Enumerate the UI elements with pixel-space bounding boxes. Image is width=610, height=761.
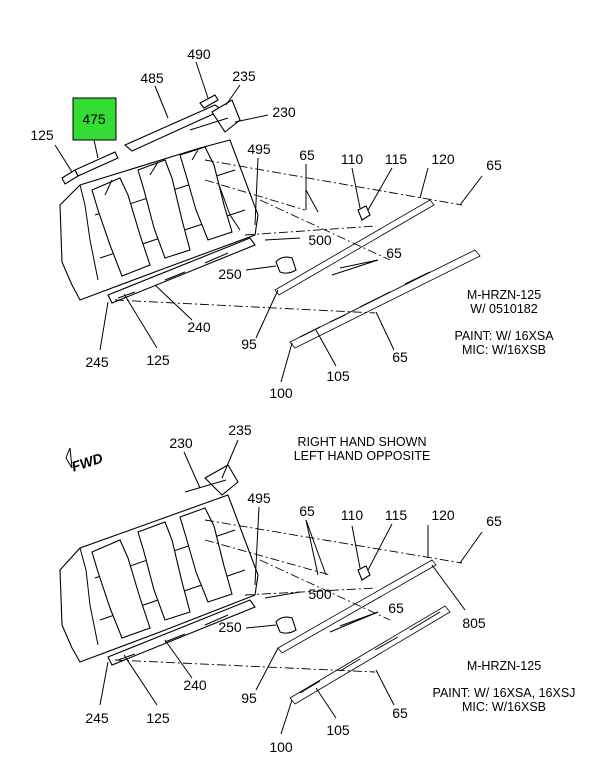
callout-125-top: 125 [30,127,54,143]
note-model: M-HRZN-125 [467,288,541,302]
orientation-note-1: RIGHT HAND SHOWN [298,435,427,449]
callout-495-lower: 495 [247,490,271,506]
callout-250: 250 [218,266,242,282]
callout-230-lower: 230 [169,435,193,451]
callout-105: 105 [326,368,350,384]
callout-95: 95 [241,336,257,352]
callout-65-a-lower: 65 [299,503,315,519]
callout-110-lower: 110 [341,507,364,523]
callout-65-c: 65 [386,245,402,261]
callout-115-lower: 115 [385,507,408,523]
callout-110: 110 [341,151,364,167]
callout-490: 490 [187,46,211,62]
callout-65-b: 65 [486,157,502,173]
callout-65-b-lower: 65 [486,513,502,529]
callout-245-lower: 245 [85,710,109,726]
callout-485: 485 [140,70,164,86]
callout-65-a: 65 [299,147,315,163]
callout-95-lower: 95 [241,690,257,706]
callout-250-lower: 250 [218,619,242,635]
callout-115: 115 [385,151,408,167]
top-view: 475 490 485 235 230 125 495 65 110 [30,46,554,401]
callout-105-lower: 105 [326,722,350,738]
highlight-box-475 [72,97,117,141]
callout-120: 120 [431,151,455,167]
callout-65-d: 65 [392,349,408,365]
callout-240-lower: 240 [183,677,207,693]
step-assembly-drawing [59,94,481,349]
fwd-label: FWD [69,450,104,475]
step-assembly-drawing-lower [59,464,463,705]
note-mic: MIC: W/16XSB [462,343,546,357]
callout-805: 805 [462,615,486,631]
callout-245: 245 [85,354,109,370]
callout-240: 240 [187,319,211,335]
note-serial: W/ 0510182 [470,302,537,316]
callout-125-lower: 125 [146,710,170,726]
note-model-lower: M-HRZN-125 [467,659,541,673]
callout-125-bottom: 125 [146,352,170,368]
orientation-note-2: LEFT HAND OPPOSITE [294,449,431,463]
callout-120-lower: 120 [431,507,455,523]
callout-65-c-lower: 65 [388,600,404,616]
callout-495: 495 [247,141,271,157]
note-paint-lower: PAINT: W/ 16XSA, 16XSJ [433,686,576,700]
bottom-view: FWD RIGHT HAND SHOWN LEFT HAND OPPOSITE [59,422,576,755]
callout-100: 100 [269,385,293,401]
callout-500: 500 [308,232,332,248]
note-paint: PAINT: W/ 16XSA [454,329,554,343]
callout-100-lower: 100 [269,739,293,755]
note-mic-lower: MIC: W/16XSB [462,700,546,714]
callout-235: 235 [232,68,256,84]
callout-500-lower: 500 [308,586,332,602]
fwd-arrow-icon [65,447,73,469]
callout-65-d-lower: 65 [392,705,408,721]
callout-475: 475 [82,111,106,127]
callout-235-lower: 235 [228,422,252,438]
callout-230: 230 [272,104,296,120]
